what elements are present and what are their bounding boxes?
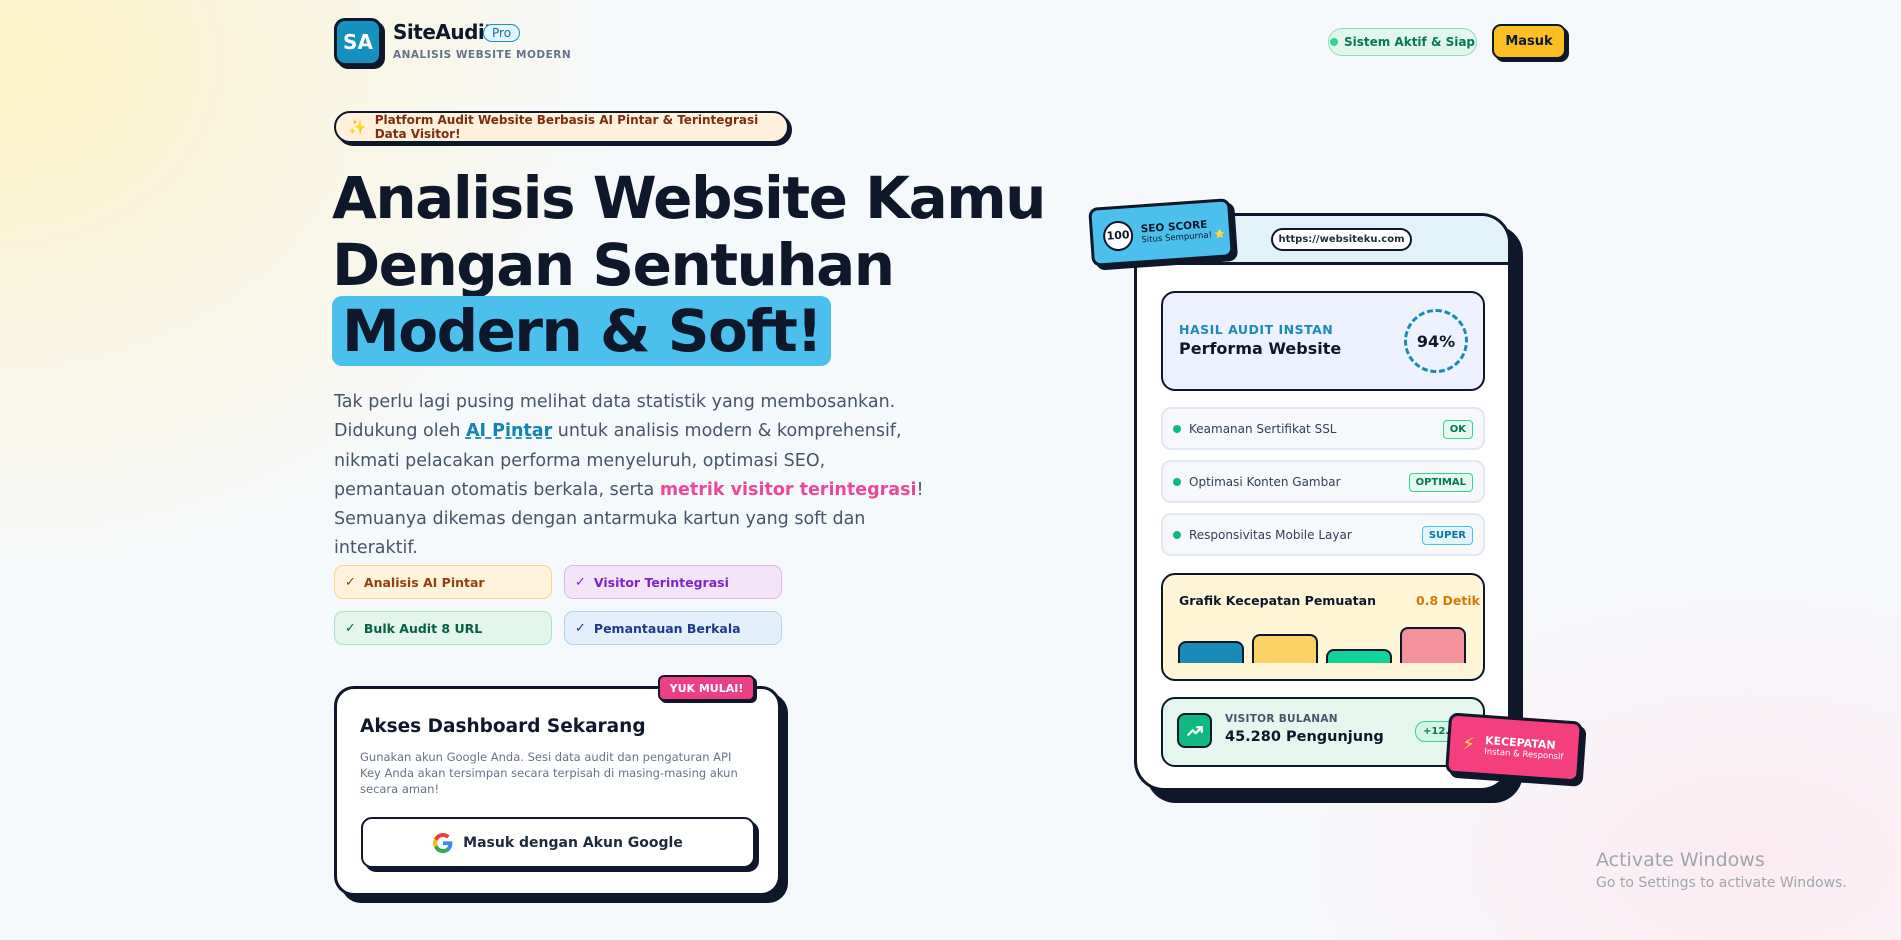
seo-score-value: 100	[1102, 219, 1135, 252]
performance-score-ring: 94%	[1404, 309, 1468, 373]
check-tag: OPTIMAL	[1408, 473, 1473, 492]
ai-pintar-link[interactable]: AI Pintar	[465, 421, 553, 442]
brand-subtitle: ANALISIS WEBSITE MODERN	[393, 49, 572, 61]
description-part-3: ! Semuanya dikemas dengan antarmuka kart…	[334, 479, 924, 559]
headline-line-2: Dengan Sentuhan	[332, 231, 895, 299]
speed-bar	[1252, 634, 1318, 663]
google-login-button[interactable]: Masuk dengan Akun Google	[361, 817, 755, 868]
start-badge: YUK MULAI!	[658, 675, 755, 701]
feature-chip-ai: ✓ Analisis AI Pintar	[334, 565, 552, 599]
visitor-value: 45.280 Pengunjung	[1225, 729, 1384, 745]
visitor-label: VISITOR BULANAN	[1225, 713, 1338, 725]
speed-chart-value: 0.8 Detik	[1416, 593, 1480, 608]
check-row-mobile: Responsivitas Mobile Layar SUPER	[1161, 513, 1485, 556]
hero-description: Tak perlu lagi pusing melihat data stati…	[334, 388, 924, 564]
feature-label: Pemantauan Berkala	[593, 620, 741, 636]
check-icon: ✓	[345, 620, 356, 636]
lightning-icon: ⚡	[1461, 733, 1476, 756]
brand-name: SiteAudit	[393, 20, 494, 44]
google-icon	[433, 832, 453, 853]
feature-label: Visitor Terintegrasi	[593, 574, 729, 590]
feature-chip-bulk: ✓ Bulk Audit 8 URL	[334, 611, 552, 645]
status-dot-icon	[1173, 530, 1181, 539]
check-label: Optimasi Konten Gambar	[1189, 474, 1341, 489]
platform-badge-text: Platform Audit Website Berbasis AI Pinta…	[374, 113, 759, 141]
description-part-2: untuk analisis modern & komprehensif, ni…	[334, 421, 902, 500]
headline-line-1: Analisis Website Kamu	[332, 164, 1046, 232]
feature-chip-monitoring: ✓ Pemantauan Berkala	[564, 611, 782, 645]
visitor-metric-highlight: metrik visitor terintegrasi	[659, 479, 917, 500]
feature-label: Bulk Audit 8 URL	[363, 620, 483, 636]
audit-result-title: Performa Website	[1179, 339, 1342, 358]
check-label: Responsivitas Mobile Layar	[1189, 527, 1352, 542]
check-tag: SUPER	[1421, 526, 1473, 545]
speed-bar	[1400, 627, 1466, 663]
speed-bar	[1326, 649, 1392, 663]
status-dot-icon	[1173, 477, 1181, 486]
check-label: Keamanan Sertifikat SSL	[1189, 421, 1337, 436]
logo[interactable]: SA	[334, 18, 382, 66]
google-button-label: Masuk dengan Akun Google	[463, 834, 683, 851]
activate-windows-subtitle: Go to Settings to activate Windows.	[1596, 875, 1847, 891]
speed-badge: ⚡ KECEPATAN Instan & Responsif	[1445, 712, 1583, 783]
status-text: Sistem Aktif & Siap	[1343, 35, 1476, 49]
sparkle-icon: ✨	[348, 118, 367, 136]
check-row-ssl: Keamanan Sertifikat SSL OK	[1161, 407, 1485, 450]
feature-chip-visitor: ✓ Visitor Terintegrasi	[564, 565, 782, 599]
access-description: Gunakan akun Google Anda. Sesi data audi…	[360, 750, 738, 796]
check-row-images: Optimasi Konten Gambar OPTIMAL	[1161, 460, 1485, 503]
seo-score-badge: 100 SEO SCORE Situs Sempurna! ⭐	[1088, 198, 1234, 267]
check-icon: ✓	[575, 620, 586, 636]
status-badge: Sistem Aktif & Siap	[1328, 28, 1477, 56]
logo-text: SA	[343, 30, 373, 54]
check-icon: ✓	[345, 574, 356, 590]
feature-label: Analisis AI Pintar	[363, 574, 485, 590]
speed-bar	[1178, 641, 1244, 663]
check-icon: ✓	[575, 574, 586, 590]
access-title: Akses Dashboard Sekarang	[360, 716, 646, 737]
platform-badge: ✨ Platform Audit Website Berbasis AI Pin…	[334, 111, 789, 143]
headline-highlight: Modern & Soft!	[332, 296, 832, 366]
login-button[interactable]: Masuk	[1492, 24, 1566, 59]
activate-windows-title: Activate Windows	[1596, 849, 1765, 871]
status-dot-icon	[1329, 38, 1338, 46]
speed-chart-title: Grafik Kecepatan Pemuatan	[1179, 593, 1376, 608]
audit-result-label: HASIL AUDIT INSTAN	[1179, 322, 1334, 337]
description-part-1: Tak perlu lagi pusing melihat data stati…	[334, 392, 896, 442]
check-tag: OK	[1442, 420, 1473, 439]
pro-badge: Pro	[483, 24, 521, 42]
trending-up-icon	[1177, 713, 1212, 748]
status-dot-icon	[1173, 424, 1181, 433]
url-bar: https://websiteku.com	[1271, 228, 1412, 251]
